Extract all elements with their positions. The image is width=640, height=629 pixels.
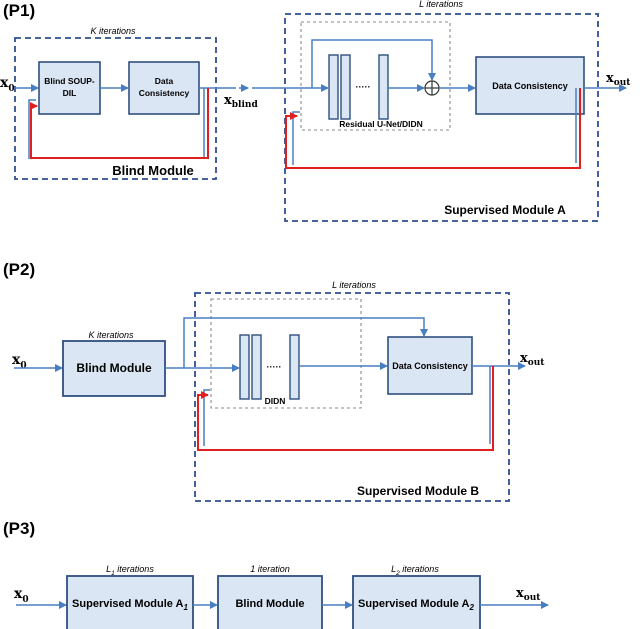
network-layer-bar (251, 334, 262, 400)
blind-soup-dil-block (38, 61, 101, 115)
network-layer-bar (328, 54, 339, 120)
blind-feedback-loop (30, 88, 209, 159)
blind-module-label-p3: Blind Module (235, 598, 304, 610)
data-consistency-block-p1a (128, 61, 200, 115)
x0-symbol-p1: x0 (0, 75, 15, 94)
x-blind-symbol: xblind (224, 93, 258, 110)
l-iterations-label-p1: L iterations (419, 0, 463, 9)
blind-soup-dil-label-line1: Blind SOUP- (44, 76, 95, 86)
sup-loop-blue-left (292, 111, 300, 165)
x-out-symbol-p3: xout (516, 586, 541, 603)
blind-module-block-p3 (217, 575, 323, 629)
layers-ellipsis: ····· (356, 82, 371, 92)
data-consistency-label-p2: Data Consistency (392, 361, 468, 371)
blind-module-group-box (14, 37, 217, 180)
panel-label-p3: (P3) (3, 519, 35, 538)
panel-p2: (P2) x0 K iterations Blind Module L iter… (3, 260, 545, 502)
data-consistency-block-p1b (475, 56, 585, 115)
panel-p3: (P3) x0 L1 iterations Supervised Module … (3, 519, 549, 629)
k-iterations-label: K iterations (90, 26, 136, 36)
didn-label: DIDN (265, 396, 286, 406)
data-consistency-block-p2 (387, 336, 473, 395)
loop-blue-left-p2 (203, 389, 210, 446)
supervised-module-a1-label: Supervised Module A1 (72, 598, 188, 612)
blind-module-label-p2: Blind Module (76, 361, 152, 375)
k-iterations-label-p2: K iterations (88, 330, 134, 340)
l-iterations-label-p2: L iterations (332, 280, 376, 290)
blind-soup-dil-label-line2: DIL (63, 88, 77, 98)
x0-symbol-p2: x0 (12, 352, 27, 371)
residual-unet-box (300, 21, 451, 131)
blind-module-block-p2 (62, 340, 166, 397)
supervised-feedback-loop-p1 (285, 88, 581, 169)
one-iteration-label: 1 iteration (250, 564, 290, 574)
panel-p1: (P1) K iterations Blind Module Blind SOU… (0, 0, 631, 222)
skip-to-dc-arrow (183, 317, 428, 368)
layers-ellipsis-p2: ····· (267, 362, 282, 372)
data-consistency-label-line1: Data (155, 76, 174, 86)
blind-loop-blue-left (28, 99, 36, 159)
didn-box (210, 298, 362, 409)
data-consistency-label-line2: Consistency (139, 88, 190, 98)
supervised-module-b-title: Supervised Module B (357, 484, 479, 498)
l2-iterations-label: L2 iterations (391, 564, 439, 577)
panel-label-p2: (P2) (3, 260, 35, 279)
blind-module-group-title: Blind Module (112, 163, 194, 178)
supervised-module-a2-block (352, 575, 481, 629)
supervised-module-a-title: Supervised Module A (444, 203, 566, 217)
network-layer-bar (340, 54, 351, 120)
network-layer-bar (289, 334, 300, 400)
supervised-module-a1-block (66, 575, 194, 629)
supervised-module-b-box (194, 292, 510, 502)
panel-label-p1: (P1) (3, 1, 35, 20)
data-consistency-label-p1b: Data Consistency (492, 81, 568, 91)
x-out-symbol-p1: xout (606, 71, 631, 88)
l1-iterations-label: L1 iterations (106, 564, 154, 577)
network-layer-bar (378, 54, 389, 120)
supervised-module-a2-label: Supervised Module A2 (358, 598, 474, 612)
x0-symbol-p3: x0 (14, 586, 29, 605)
residual-skip-arrow (311, 39, 436, 88)
network-layer-bar (239, 334, 250, 400)
x-out-symbol-p2: xout (520, 351, 545, 368)
residual-unet-label: Residual U-Net/DIDN (339, 119, 423, 129)
supervised-feedback-loop-p2 (197, 366, 494, 451)
